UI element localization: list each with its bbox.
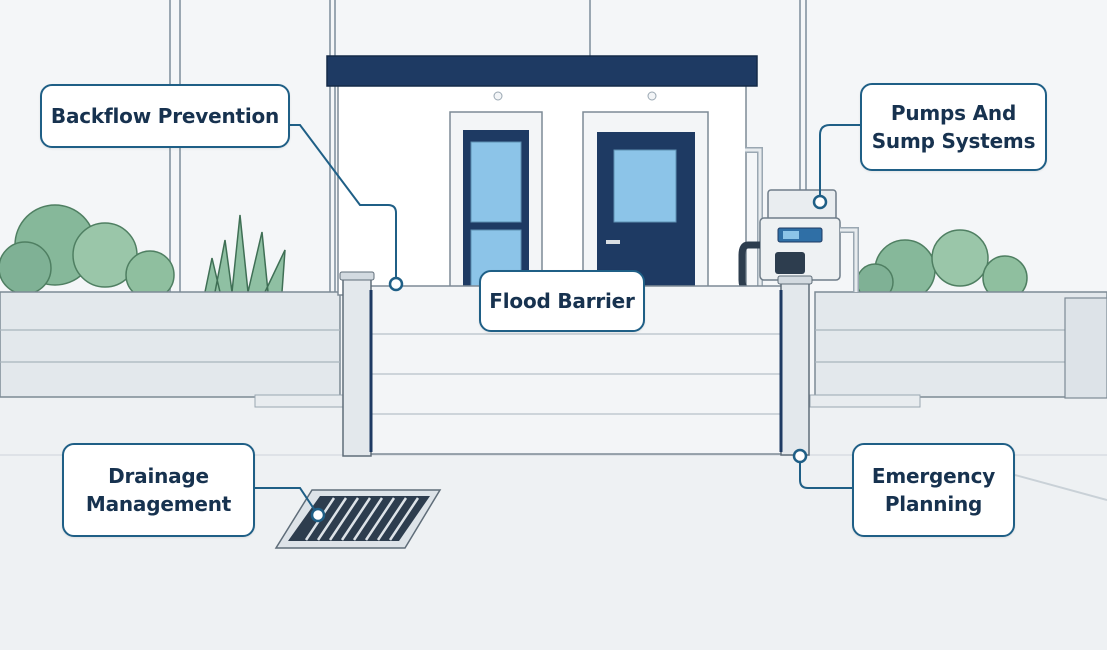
emergency-label-line-2: Planning — [884, 492, 983, 516]
flood-barrier — [339, 271, 813, 457]
backflow-prevention-label: Backflow Prevention — [50, 104, 280, 128]
drainage-label-line-1: Drainage — [108, 464, 209, 488]
leader-drainage — [255, 487, 319, 516]
callout-anchor-dots — [310, 194, 828, 523]
anchor-drainage — [310, 507, 326, 523]
leader-emergency — [799, 456, 852, 489]
main-door — [582, 111, 709, 293]
barrier-post-left — [342, 275, 372, 457]
door-handle — [606, 240, 620, 244]
ground-edge — [1014, 474, 1107, 501]
callout-emergency-planning: Emergency Planning — [852, 443, 1015, 537]
callout-pumps-and-sump-systems: Pumps And Sump Systems — [860, 83, 1047, 171]
flood-barrier-label: Flood Barrier — [489, 289, 635, 313]
barrier-post-right — [780, 279, 810, 456]
leader-backflow — [290, 124, 397, 284]
garden-wall-left — [0, 291, 346, 408]
anchor-backflow — [388, 276, 404, 292]
glass-door — [449, 111, 543, 293]
anchor-pumps — [812, 194, 828, 210]
callout-backflow-prevention: Backflow Prevention — [40, 84, 290, 148]
leader-pumps — [819, 124, 860, 202]
garden-wall-right — [809, 291, 1107, 408]
callout-flood-barrier: Flood Barrier — [479, 270, 645, 332]
drain-grate — [274, 489, 442, 549]
emergency-label-line-1: Emergency — [871, 464, 996, 488]
pumps-label-line-1: Pumps And — [890, 101, 1017, 125]
anchor-emergency — [792, 448, 808, 464]
callout-drainage-management: Drainage Management — [62, 443, 255, 537]
drainage-label-line-2: Management — [85, 492, 232, 516]
shrubs-left — [0, 204, 286, 300]
callout-leader-lines — [255, 124, 860, 516]
pumps-label-line-2: Sump Systems — [871, 129, 1036, 153]
roof — [326, 55, 758, 87]
